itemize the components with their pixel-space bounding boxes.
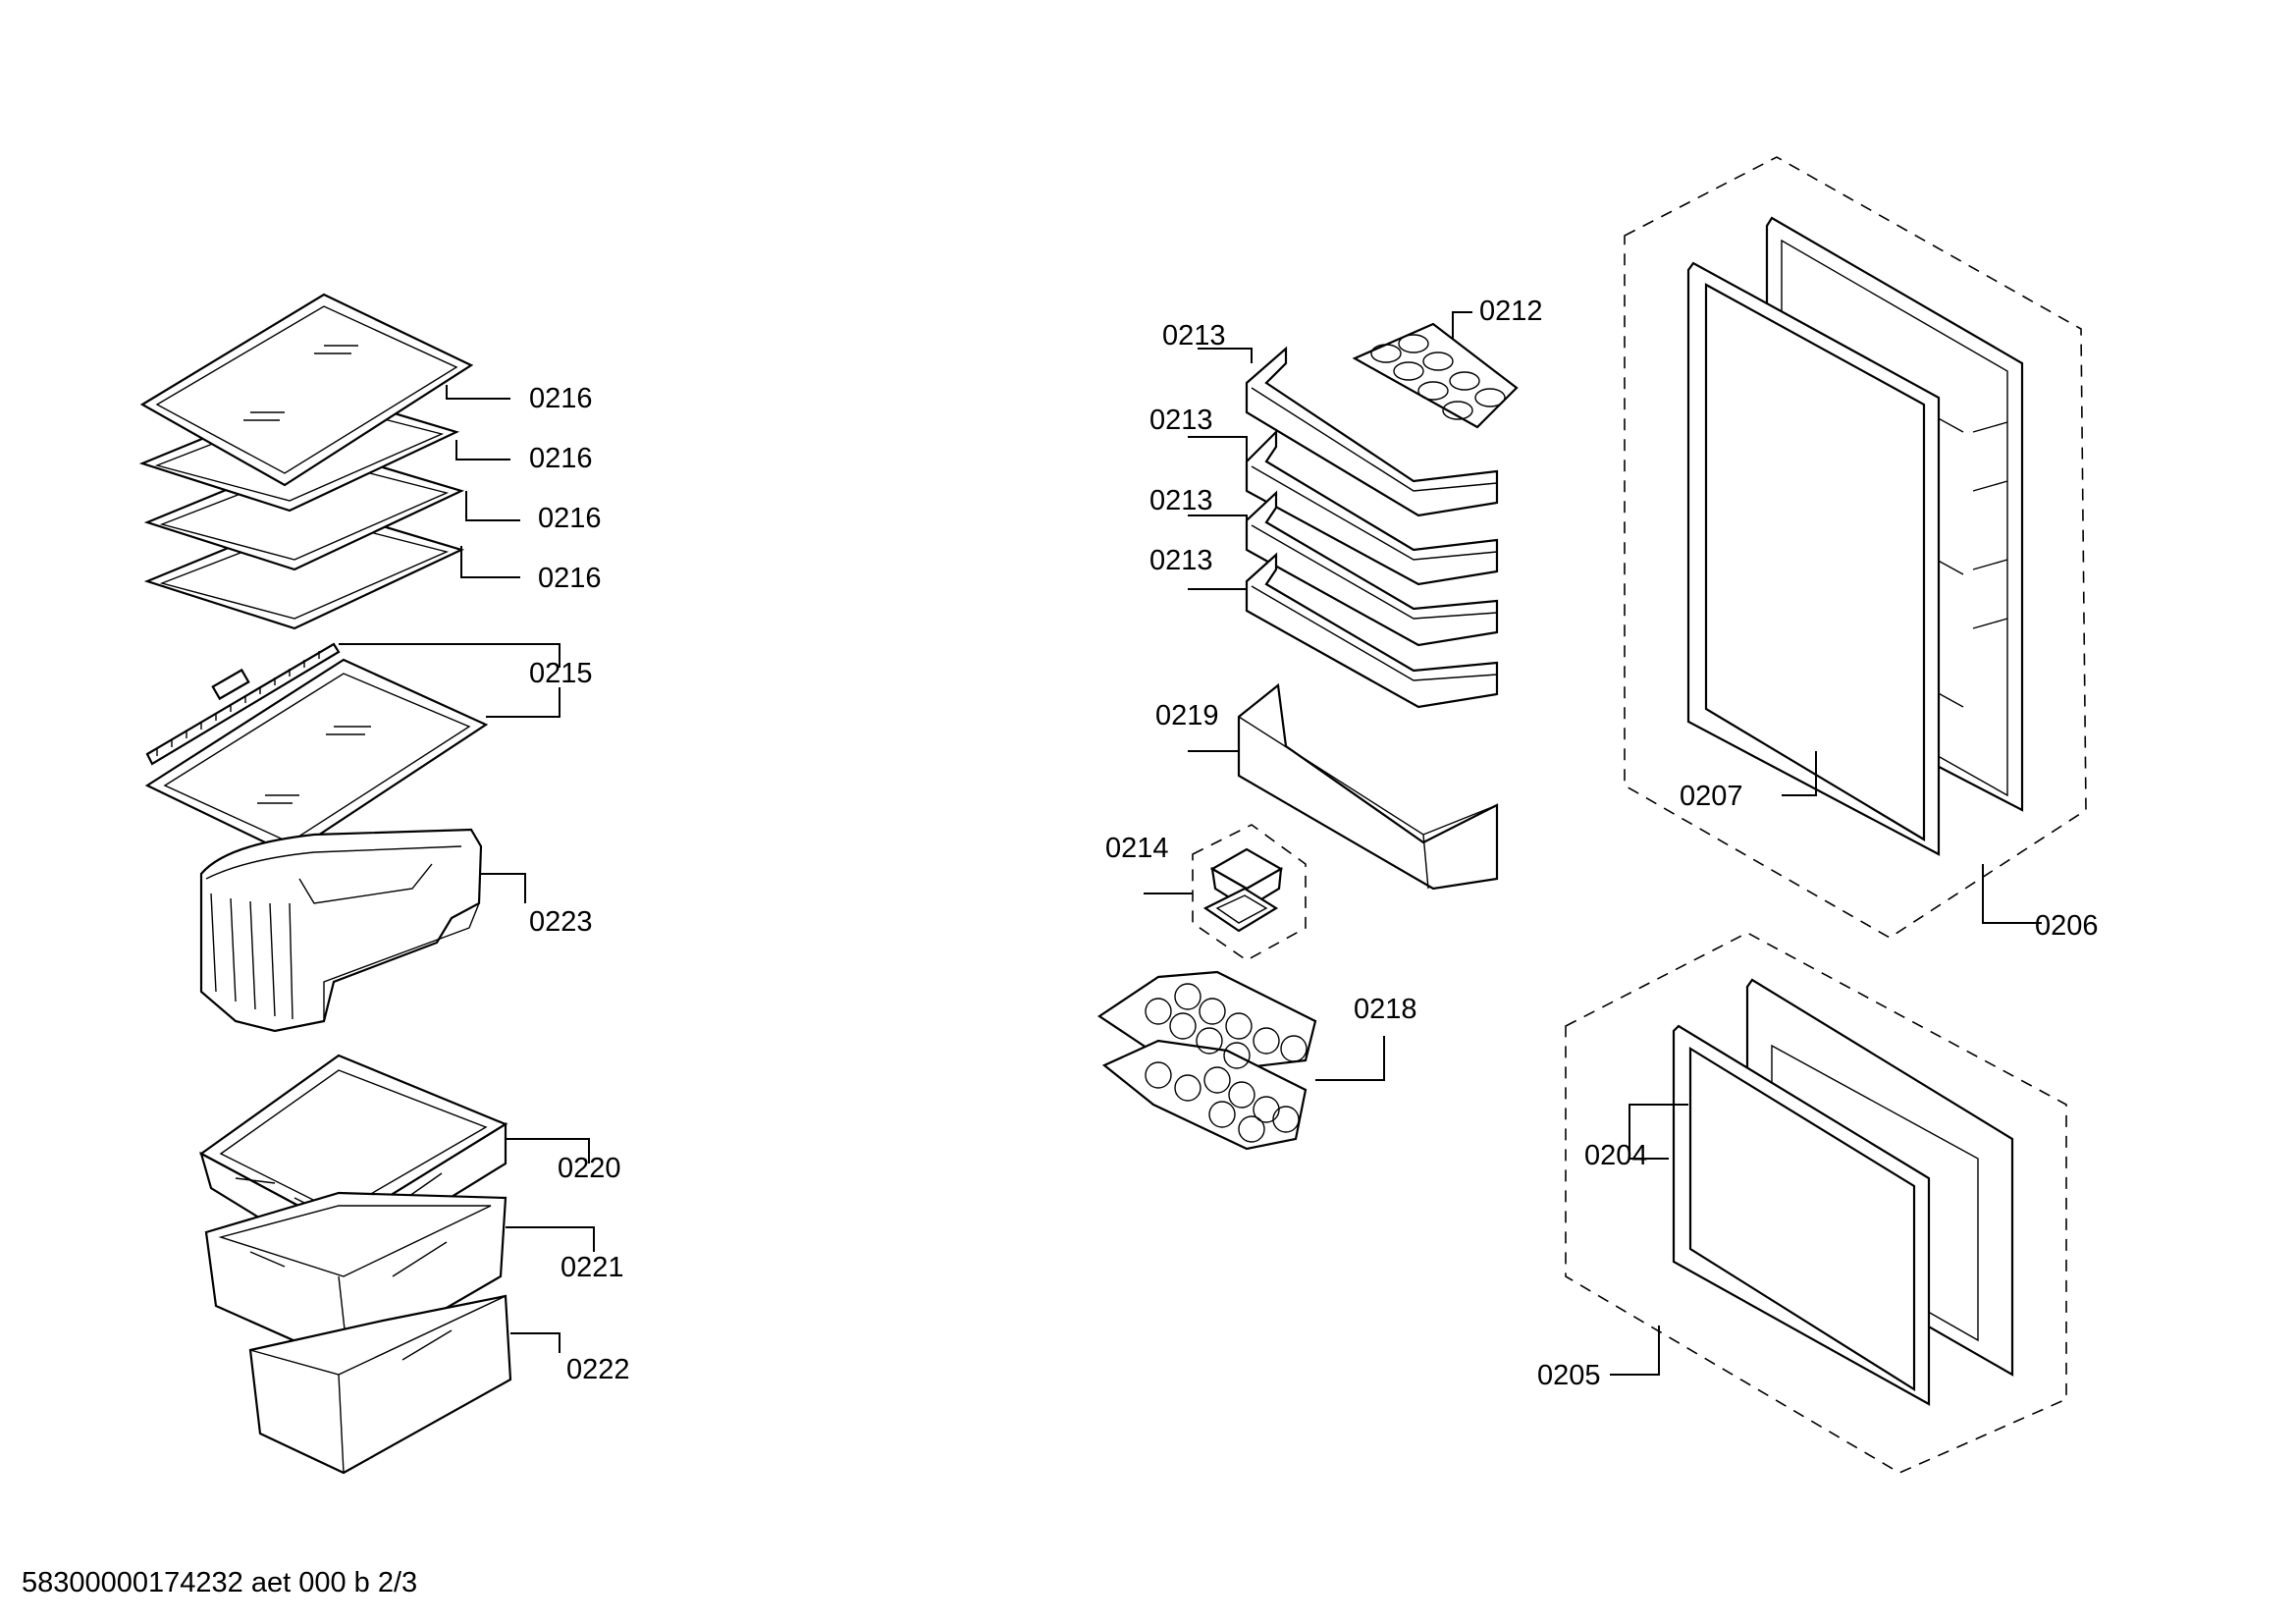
leader-lines-left <box>339 385 595 1353</box>
egg-tray <box>1352 322 1519 429</box>
callout-0216-d: 0216 <box>538 563 602 594</box>
callout-0204: 0204 <box>1584 1140 1648 1171</box>
freezer-door-gasket <box>1672 1024 1931 1406</box>
door-bin-3 <box>1245 490 1499 647</box>
callout-0205: 0205 <box>1537 1360 1601 1391</box>
glass-shelf-framed <box>144 658 489 856</box>
callout-0206: 0206 <box>2035 910 2099 942</box>
callout-0214: 0214 <box>1105 833 1169 864</box>
fridge-door-gasket <box>1686 261 1941 856</box>
callout-0216-c: 0216 <box>538 503 602 534</box>
freezer-drawer-middle <box>204 1191 507 1367</box>
crisper-drawer <box>199 828 483 1033</box>
callout-0215: 0215 <box>529 658 593 689</box>
glass-shelf-1 <box>139 293 474 487</box>
callout-0222: 0222 <box>566 1354 630 1385</box>
callout-0220: 0220 <box>558 1153 621 1184</box>
callout-0213-d: 0213 <box>1149 545 1213 576</box>
callout-0218: 0218 <box>1354 994 1417 1025</box>
door-bin-1 <box>1245 346 1499 517</box>
fridge-door-outline <box>1624 156 2087 939</box>
door-bin-4 <box>1245 552 1499 709</box>
callout-0213-a: 0213 <box>1162 320 1226 352</box>
freezer-door-outline <box>1565 932 2067 1474</box>
door-bin-2 <box>1245 429 1499 586</box>
ice-tray <box>1097 970 1317 1151</box>
leader-lines-middle <box>1144 311 1472 1081</box>
callout-0221: 0221 <box>561 1252 624 1283</box>
freezer-drawer-lower <box>248 1294 512 1475</box>
callout-0207: 0207 <box>1680 781 1743 812</box>
callout-0216-a: 0216 <box>529 383 593 414</box>
bottle-bin <box>1237 682 1499 891</box>
callout-0213-b: 0213 <box>1149 405 1213 436</box>
callout-0213-c: 0213 <box>1149 485 1213 516</box>
callout-0219: 0219 <box>1155 700 1219 731</box>
butter-box <box>1192 824 1307 961</box>
callout-0216-b: 0216 <box>529 443 593 474</box>
callout-0223: 0223 <box>529 906 593 938</box>
leader-lines-right <box>1610 751 2042 1376</box>
shelf-rail <box>145 642 341 766</box>
callout-0212: 0212 <box>1479 296 1543 327</box>
document-id-footer: 58300000174232 aet 000 b 2/3 <box>22 1567 418 1598</box>
